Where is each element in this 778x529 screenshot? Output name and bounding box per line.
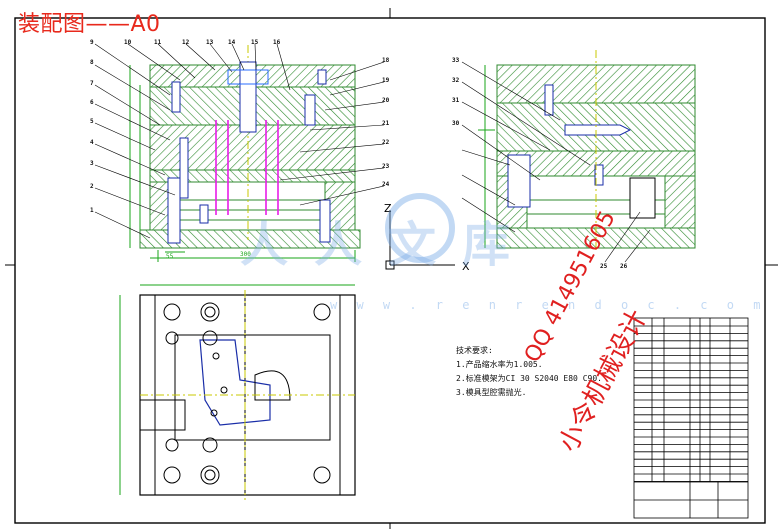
tech-line-1: 1.产品缩水率为1.005.	[456, 360, 543, 369]
svg-text:25: 25	[600, 263, 608, 270]
side-section-view: 33 32 31 30 25 26	[452, 50, 696, 270]
sheet-frame	[5, 8, 778, 529]
plan-view	[119, 284, 356, 500]
axis-gizmo: X Z	[384, 193, 470, 273]
svg-text:4: 4	[90, 139, 94, 146]
svg-text:20: 20	[382, 97, 390, 104]
svg-text:300: 300	[240, 251, 251, 258]
svg-text:32: 32	[452, 77, 460, 84]
svg-text:3: 3	[90, 160, 94, 167]
svg-text:6: 6	[90, 99, 94, 106]
svg-text:10: 10	[124, 39, 132, 46]
svg-text:13: 13	[206, 39, 214, 46]
drawing-title: 装配图——A0	[18, 12, 161, 37]
svg-text:23: 23	[382, 163, 390, 170]
svg-text:33: 33	[452, 57, 460, 64]
svg-text:24: 24	[382, 181, 390, 188]
tech-line-3: 3.模具型腔需抛光.	[456, 388, 527, 397]
svg-text:55: 55	[166, 253, 174, 260]
svg-text:19: 19	[382, 77, 390, 84]
svg-text:1: 1	[90, 207, 94, 214]
svg-text:7: 7	[90, 80, 94, 87]
tech-line-2: 2.标准模架为CI 30 S2040 E80 C90.	[456, 374, 602, 383]
brand-watermark: 人人文库	[240, 217, 537, 273]
svg-text:31: 31	[452, 97, 460, 104]
axis-z-label: Z	[384, 202, 392, 215]
title-block	[633, 317, 749, 519]
svg-text:8: 8	[90, 59, 94, 66]
main-section-view: 300 55	[90, 39, 390, 262]
svg-text:12: 12	[182, 39, 190, 46]
brand-url-watermark: w w w . r e n r e n d o c . c o m	[330, 298, 767, 312]
svg-text:16: 16	[273, 39, 281, 46]
svg-text:30: 30	[452, 120, 460, 127]
technical-requirements: 技术要求: 1.产品缩水率为1.005. 2.标准模架为CI 30 S2040 …	[456, 344, 602, 400]
svg-text:18: 18	[382, 57, 390, 64]
axis-x-label: X	[462, 260, 470, 273]
svg-text:15: 15	[251, 39, 259, 46]
svg-text:21: 21	[382, 120, 390, 127]
svg-text:11: 11	[154, 39, 162, 46]
svg-text:14: 14	[228, 39, 236, 46]
svg-text:2: 2	[90, 183, 94, 190]
svg-text:5: 5	[90, 118, 94, 125]
svg-text:26: 26	[620, 263, 628, 270]
svg-text:9: 9	[90, 39, 94, 46]
tech-heading: 技术要求:	[456, 346, 493, 355]
svg-text:22: 22	[382, 139, 390, 146]
